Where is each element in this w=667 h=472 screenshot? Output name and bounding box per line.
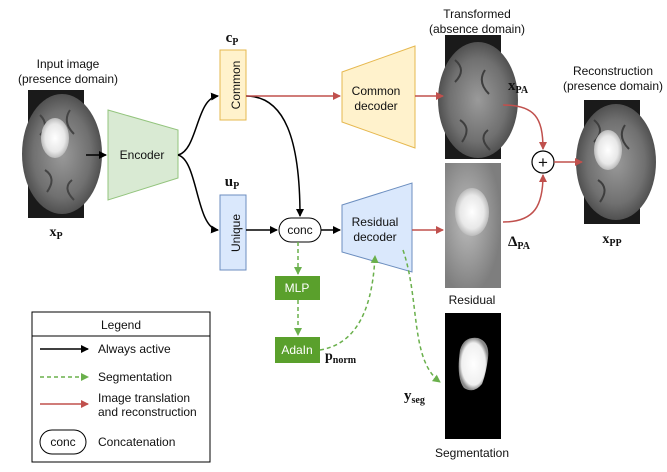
always-active-arrows	[86, 92, 341, 234]
legend-always-active: Always active	[98, 342, 171, 356]
mlp-block	[275, 276, 320, 300]
legend-segmentation: Segmentation	[98, 370, 172, 384]
transformed-image	[438, 35, 518, 159]
residual-decoder-line1: Residual	[352, 215, 399, 229]
transformed-title-line1: Transformed	[443, 7, 511, 21]
legend-translation-line2: and reconstruction	[98, 405, 197, 419]
common-decoder-line2: decoder	[354, 99, 397, 113]
common-var: cP	[226, 30, 239, 48]
transformed-var: xPA	[508, 78, 529, 96]
encoder-block	[107, 109, 179, 201]
legend-concatenation: Concatenation	[98, 435, 175, 449]
common-block	[219, 49, 247, 121]
plus-symbol: +	[538, 153, 548, 172]
common-label: Common	[229, 61, 243, 110]
reconstruction-image	[576, 100, 656, 224]
residual-caption: Residual	[449, 293, 496, 307]
reconstruction-var: xPP	[602, 232, 621, 249]
conc-label: conc	[287, 223, 312, 237]
transformed-title-line2: (absence domain)	[429, 22, 525, 36]
reconstruction-title-line2: (presence domain)	[563, 79, 663, 93]
common-decoder-line1: Common	[352, 84, 401, 98]
input-title-line2: (presence domain)	[18, 72, 118, 86]
legend: Legend Always active Segmentation Image …	[31, 311, 211, 463]
mlp-label: MLP	[285, 281, 310, 295]
adain-label: AdaIn	[281, 343, 312, 357]
segmentation-var: yseg	[404, 388, 425, 406]
encoder-label: Encoder	[120, 148, 165, 162]
input-var: xP	[49, 225, 62, 242]
unique-var: uP	[225, 174, 239, 192]
reconstruction-title-line1: Reconstruction	[573, 64, 653, 78]
unique-block	[219, 194, 247, 271]
translation-arrows	[246, 92, 583, 234]
segmentation-image	[445, 313, 501, 439]
segmentation-arrows	[294, 242, 441, 383]
residual-var: ΔPA	[508, 234, 531, 252]
input-image	[22, 90, 102, 218]
adain-var: pnorm	[325, 349, 357, 366]
legend-translation-line1: Image translation	[98, 391, 190, 405]
input-title-line1: Input image	[37, 57, 100, 71]
legend-conc-symbol	[39, 429, 87, 455]
adain-block	[275, 337, 320, 363]
common-decoder-block	[341, 45, 416, 149]
residual-image	[445, 163, 501, 288]
legend-title: Legend	[101, 318, 141, 332]
residual-decoder-block	[341, 182, 413, 273]
legend-conc-text: conc	[50, 435, 75, 449]
unique-label: Unique	[229, 214, 243, 252]
segmentation-caption: Segmentation	[435, 446, 509, 460]
residual-decoder-line2: decoder	[353, 230, 396, 244]
